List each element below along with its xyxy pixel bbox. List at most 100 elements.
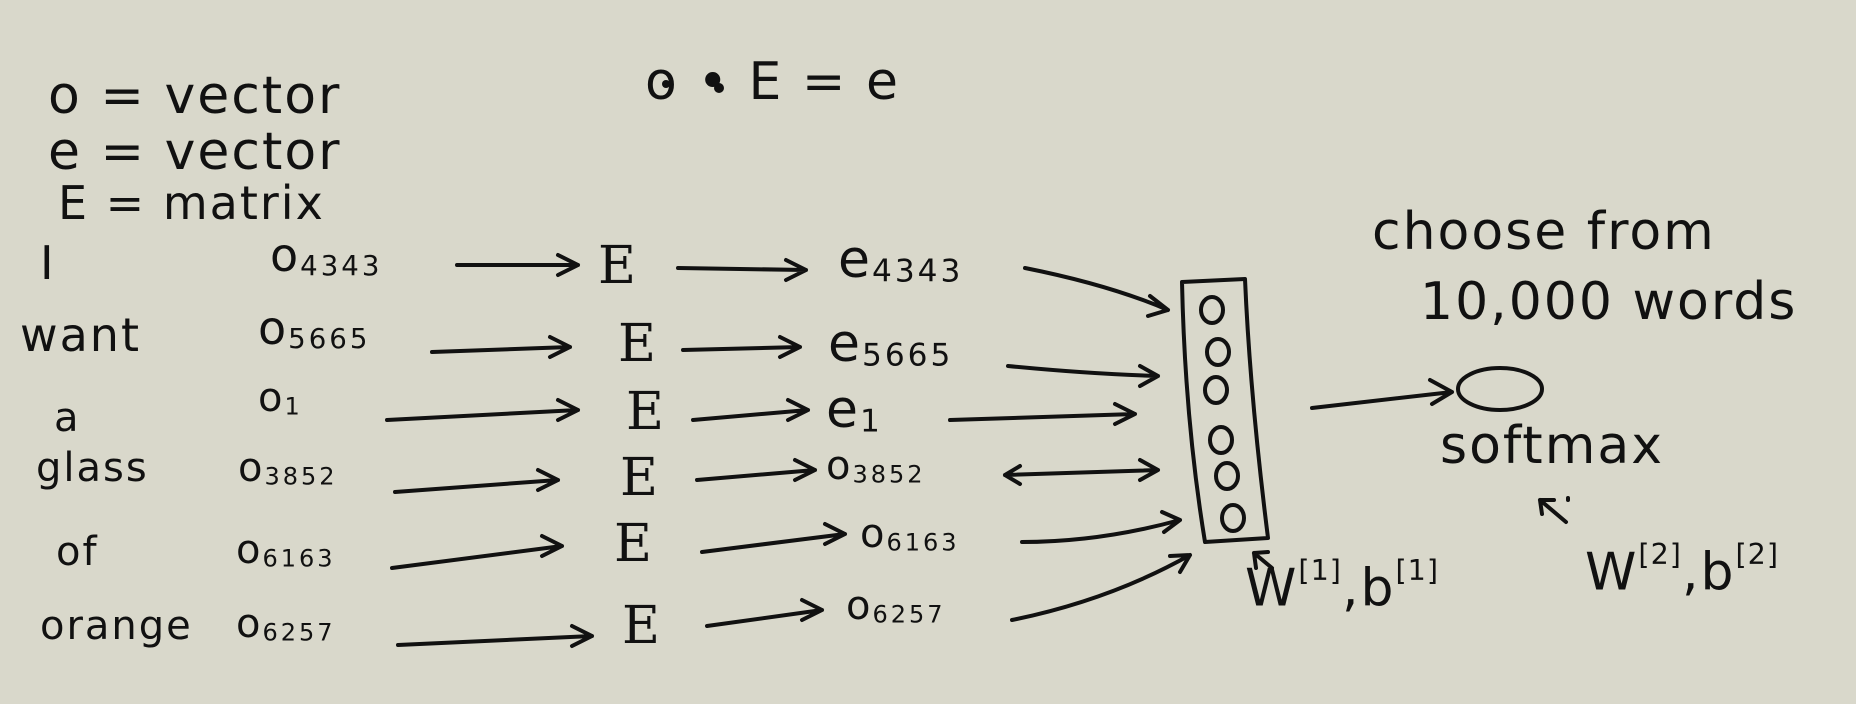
onehot-6-symbol: o [236, 601, 263, 647]
embed-1: e4343 [838, 234, 963, 288]
onehot-5-index: 6163 [262, 544, 336, 573]
arrow-E-to-embed-3 [691, 398, 810, 422]
embed-6-index: 6257 [872, 600, 946, 629]
arrow-embed-to-stack-1 [1023, 266, 1170, 318]
onehot-1: o4343 [270, 232, 382, 280]
onehot-2-symbol: o [258, 301, 289, 355]
onehot-2-index: 5665 [288, 322, 371, 356]
output-w-symbol: W [1585, 542, 1639, 603]
onehot-1-index: 4343 [300, 249, 383, 283]
arrow-E-to-embed-4 [695, 458, 817, 482]
output-b-superscript: [2] [1735, 537, 1779, 571]
onehot-3-symbol: o [258, 375, 285, 421]
dot-in-o [662, 80, 670, 88]
hidden-param-comma: , [1341, 558, 1361, 619]
word-1: I [40, 236, 56, 290]
embed-3-symbol: e [826, 380, 860, 440]
legend-E-matrix: E = matrix [58, 176, 325, 230]
embedding-stack-box [1180, 277, 1270, 544]
arrow-embed-to-stack-5 [1020, 510, 1182, 544]
word-4: glass [36, 445, 149, 491]
stack-cell-4 [1208, 425, 1234, 455]
hidden-layer-params: W[1],b[1] [1245, 556, 1439, 615]
embed-5-symbol: o [860, 511, 887, 557]
arrow-embed-to-stack-3 [948, 402, 1137, 426]
onehot-3-index: 1 [284, 392, 303, 421]
embed-1-index: 4343 [872, 253, 964, 290]
arrow-onehot-to-E-3 [385, 398, 580, 422]
matrix-E-6: E [622, 596, 662, 656]
matrix-E-1: E [598, 236, 638, 296]
pointer-to-softmax [1538, 496, 1570, 524]
matrix-E-3: E [626, 382, 666, 442]
matrix-E-2: E [618, 314, 658, 374]
onehot-5-symbol: o [236, 527, 263, 573]
formula-o-E-e: o • E = e [645, 52, 901, 112]
embed-5-index: 6163 [886, 528, 960, 557]
embed-3-index: 1 [860, 403, 883, 440]
onehot-5: o6163 [236, 530, 336, 571]
stack-cell-2 [1205, 337, 1231, 367]
output-w-superscript: [2] [1638, 537, 1682, 571]
onehot-6: o6257 [236, 604, 336, 645]
embed-2: e5665 [828, 318, 953, 372]
embed-4-index: 3852 [852, 460, 926, 489]
arrow-onehot-to-E-6 [396, 624, 594, 648]
output-b-symbol: b [1700, 542, 1736, 603]
embed-2-index: 5665 [862, 337, 954, 374]
onehot-6-index: 6257 [262, 618, 336, 647]
matrix-E-5: E [614, 514, 654, 574]
stack-cell-3 [1203, 375, 1229, 405]
softmax-circle [1456, 366, 1544, 412]
embed-6-symbol: o [846, 583, 873, 629]
onehot-3: o1 [258, 378, 303, 419]
softmax-label: softmax [1440, 416, 1664, 476]
hidden-w-superscript: [1] [1298, 553, 1342, 587]
embed-5: o6163 [860, 514, 960, 555]
embed-4-symbol: o [826, 443, 853, 489]
output-note-line1: choose from [1372, 202, 1716, 262]
embed-6: o6257 [846, 586, 946, 627]
arrow-embed-to-stack-4 [1003, 458, 1160, 486]
arrow-onehot-to-E-2 [430, 335, 572, 359]
hidden-b-superscript: [1] [1395, 553, 1439, 587]
embed-2-symbol: e [828, 314, 862, 374]
onehot-4: o3852 [238, 448, 338, 489]
word-2: want [20, 308, 142, 362]
legend-o-vector: o = vector [48, 66, 342, 126]
arrow-E-to-embed-2 [681, 335, 802, 359]
embed-1-symbol: e [838, 230, 872, 290]
arrow-embed-to-stack-2 [1006, 364, 1160, 388]
arrow-E-to-embed-1 [676, 258, 808, 282]
arrow-embed-to-stack-6 [1010, 553, 1192, 622]
hidden-b-symbol: b [1360, 558, 1396, 619]
dot-operator [714, 83, 724, 93]
arrow-E-to-embed-5 [700, 522, 847, 554]
arrow-onehot-to-E-1 [455, 253, 580, 277]
arrow-onehot-to-E-4 [393, 468, 560, 494]
stack-cell-5 [1214, 461, 1240, 491]
stack-cell-1 [1199, 295, 1225, 325]
output-note-line2: 10,000 words [1420, 272, 1798, 332]
matrix-E-4: E [620, 448, 660, 508]
output-layer-params: W[2],b[2] [1585, 540, 1779, 599]
onehot-4-index: 3852 [264, 462, 338, 491]
arrow-stack-to-softmax [1310, 378, 1454, 410]
arrow-onehot-to-E-5 [390, 534, 564, 570]
word-5: of [56, 529, 99, 575]
output-param-comma: , [1681, 542, 1701, 603]
pointer-to-stack [1252, 550, 1274, 570]
word-6: orange [40, 603, 193, 649]
arrow-E-to-embed-6 [705, 598, 824, 628]
onehot-1-symbol: o [270, 228, 301, 282]
word-3: a [54, 395, 81, 441]
embed-4: o3852 [826, 446, 926, 487]
hidden-w-symbol: W [1245, 558, 1299, 619]
onehot-4-symbol: o [238, 445, 265, 491]
onehot-2: o5665 [258, 305, 370, 353]
embed-3: e1 [826, 384, 883, 438]
legend-e-vector: e = vector [48, 122, 342, 182]
stack-cell-6 [1220, 503, 1246, 533]
